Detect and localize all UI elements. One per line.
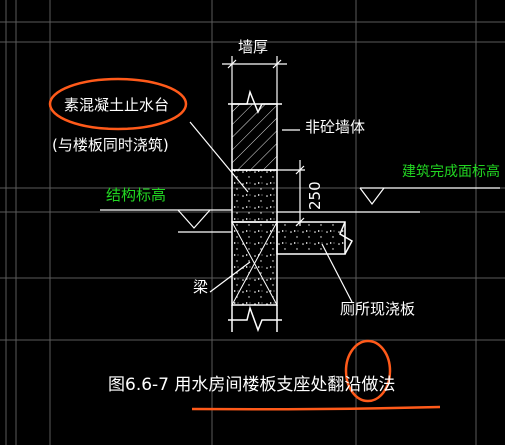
slab [276, 221, 354, 255]
figure-caption: 图6.6-7 用水房间楼板支座处翻沿做法 [108, 375, 395, 395]
structural-elevation-marker [100, 209, 232, 233]
toilet-slab-label: 厕所现浇板 [340, 300, 415, 318]
wall-upper [228, 89, 282, 171]
curb-height-dimension [277, 160, 305, 227]
structural-elevation-label: 结构标高 [106, 186, 166, 204]
wall-thickness-label: 墙厚 [238, 38, 268, 56]
non-concrete-wall-label: 非砼墙体 [305, 118, 365, 136]
finished-elevation-label: 建筑完成面标高 [402, 163, 500, 180]
markup-annotations [48, 77, 441, 411]
concrete-curb [231, 169, 278, 223]
dimension-label: 250 [306, 181, 324, 210]
curb-note-label: (与楼板同时浇筑) [52, 136, 169, 154]
finished-elevation-marker [277, 187, 500, 213]
beam [228, 221, 282, 333]
wall-thickness-dimension [222, 56, 287, 104]
beam-label: 梁 [193, 278, 208, 296]
leader-lines [189, 121, 353, 303]
curb-title-label: 素混凝土止水台 [64, 96, 169, 114]
